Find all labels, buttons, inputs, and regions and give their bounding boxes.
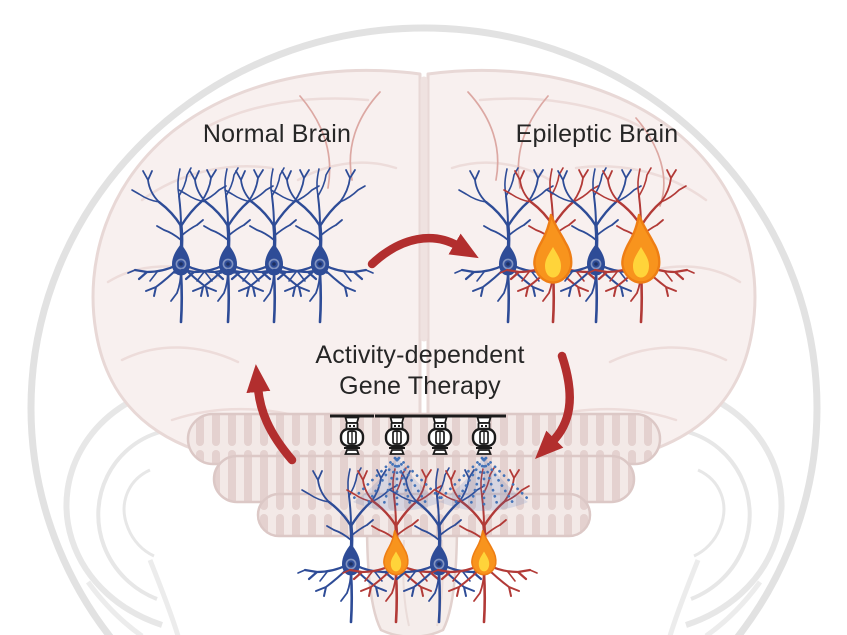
arrow-therapy-to-normal	[246, 364, 297, 465]
arrow-normal-to-epileptic	[367, 233, 479, 269]
gene-therapy-label-line1: Activity-dependent	[315, 341, 525, 369]
vessel-lines	[299, 91, 381, 189]
normal-brain-label: Normal Brain	[202, 120, 352, 148]
arrow-epileptic-to-therapy	[535, 351, 574, 459]
left-ear	[63, 385, 181, 635]
right-ear	[667, 385, 785, 635]
gene-therapy-label-line2: Gene Therapy	[339, 372, 501, 400]
gene-therapy-label: Activity-dependent Gene Therapy	[280, 340, 560, 402]
epileptic-brain-label: Epileptic Brain	[515, 120, 679, 148]
